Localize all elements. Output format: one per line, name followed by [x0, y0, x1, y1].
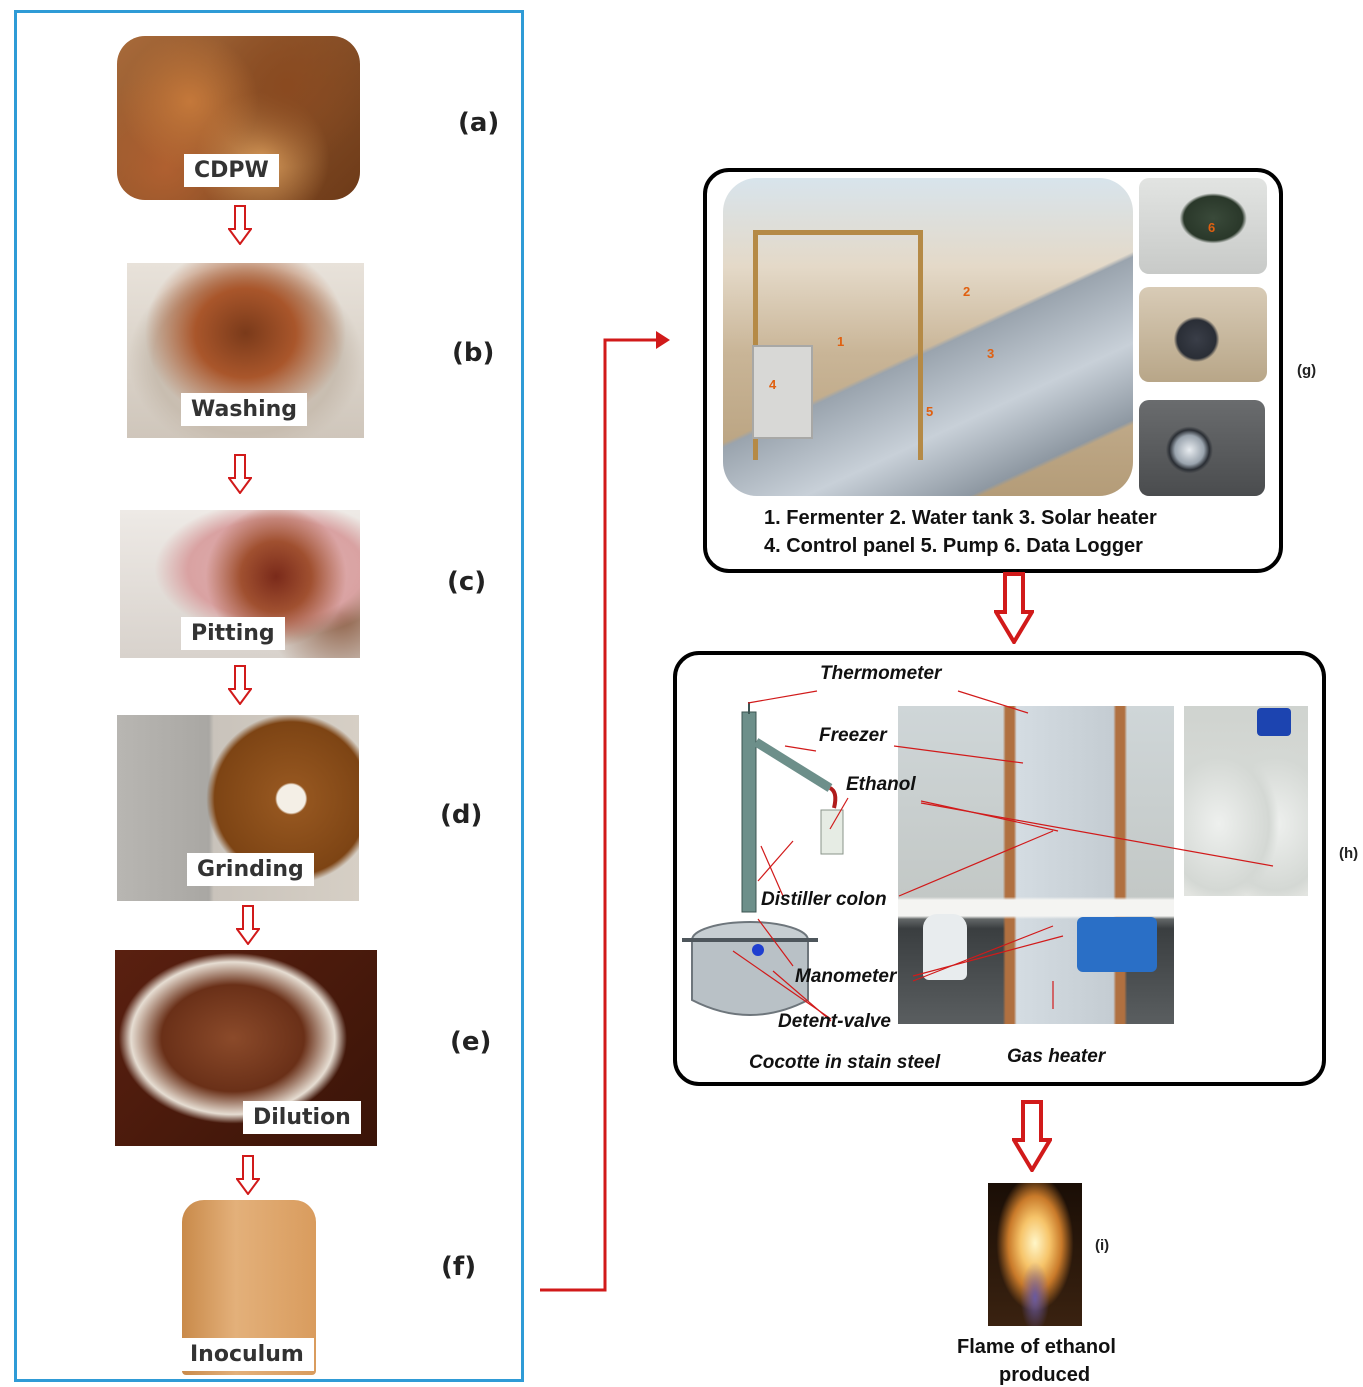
- label-leader-lines: [732, 690, 1274, 1022]
- distiller-box: [673, 651, 1326, 1086]
- flame-letter: (i): [1095, 1237, 1110, 1254]
- step-caption: Inoculum: [180, 1338, 314, 1371]
- step-letter: (a): [458, 108, 500, 138]
- fermenter-legend-line-1: 1. Fermenter 2. Water tank 3. Solar heat…: [764, 507, 1157, 529]
- control-panel-box-icon: [752, 345, 813, 439]
- connector-arrow: [540, 331, 670, 1292]
- flame-caption-line-1: Flame of ethanol: [957, 1336, 1116, 1358]
- process-panel: [14, 10, 524, 1382]
- fermenter-box: [703, 168, 1283, 573]
- step-caption: Washing: [181, 393, 308, 426]
- gas-heater-label: Gas heater: [1007, 1046, 1106, 1067]
- step-letter: (f): [441, 1252, 477, 1282]
- photo-number: 5: [926, 404, 934, 419]
- manometer-label: Manometer: [795, 966, 897, 987]
- photo-number: 2: [963, 284, 971, 299]
- step-letter: (c): [447, 567, 487, 597]
- ethanol-flame-photo: [988, 1183, 1082, 1326]
- photo-number: 6: [1208, 220, 1216, 235]
- down-arrow-icon: [228, 665, 252, 705]
- step-caption: Pitting: [181, 617, 285, 650]
- detent-valve-label: Detent-valve: [778, 1011, 891, 1032]
- step-caption: Grinding: [187, 853, 314, 886]
- down-arrow-icon: [236, 905, 260, 945]
- step-letter: (d): [440, 800, 483, 830]
- flame-caption-line-2: produced: [999, 1364, 1091, 1386]
- gauge-photo: [1139, 400, 1265, 496]
- step-letter: (b): [452, 338, 495, 368]
- thermometer-label: Thermometer: [820, 663, 942, 684]
- distiller-colon-label: Distiller colon: [761, 889, 887, 910]
- down-arrow-icon: [994, 572, 1034, 644]
- fermenter-legend-line-2: 4. Control panel 5. Pump 6. Data Logger: [764, 535, 1143, 557]
- step-letter: (e): [450, 1027, 492, 1057]
- fermenter-letter: (g): [1297, 362, 1317, 379]
- photo-number: 3: [987, 346, 995, 361]
- down-arrow-icon: [228, 205, 252, 245]
- pump-photo: [1139, 287, 1267, 382]
- ethanol-bottles-photo: [1184, 706, 1308, 896]
- down-arrow-icon: [1012, 1100, 1052, 1172]
- freezer-label: Freezer: [819, 725, 887, 746]
- ethanol-label: Ethanol: [846, 774, 916, 795]
- down-arrow-icon: [236, 1155, 260, 1195]
- photo-number: 1: [837, 334, 845, 349]
- cocotte-label: Cocotte in stain steel: [749, 1052, 941, 1073]
- bottle-cap-icon: [1257, 708, 1291, 736]
- step-caption: Dilution: [243, 1101, 361, 1134]
- distiller-diagram: [682, 702, 844, 1016]
- distiller-letter: (h): [1339, 845, 1359, 862]
- down-arrow-icon: [228, 454, 252, 494]
- data-logger-photo: [1139, 178, 1267, 274]
- step-caption: CDPW: [184, 154, 279, 187]
- photo-number: 4: [769, 377, 777, 392]
- blue-barrels-icon: [1077, 917, 1157, 972]
